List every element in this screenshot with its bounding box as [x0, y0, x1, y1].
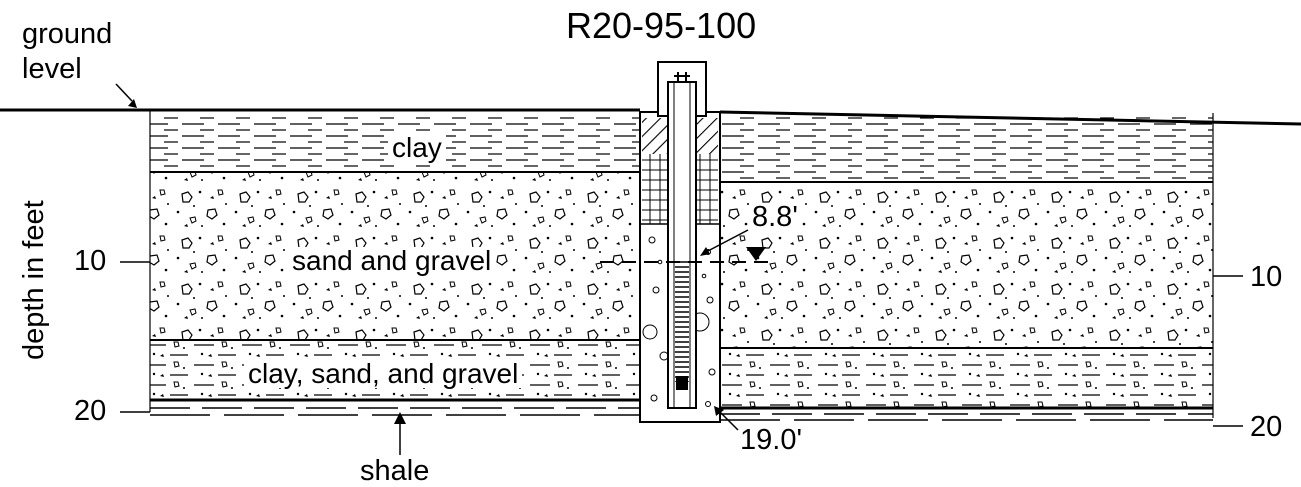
tick-left-10: 10 — [74, 245, 107, 277]
layer-label-sand-gravel: sand and gravel — [288, 247, 496, 275]
shale-label: shale — [360, 455, 430, 487]
tick-right-20: 20 — [1250, 411, 1283, 443]
depth-axis-label: depth in feet — [18, 200, 50, 360]
well-depth-label: 19.0' — [740, 424, 802, 456]
tick-left-20: 20 — [74, 395, 107, 427]
ground-label-line-2: level — [22, 53, 82, 85]
ground-label-line-1: ground — [22, 18, 113, 50]
diagram-title: R20-95-100 — [566, 5, 757, 46]
layer-label-clay: clay — [388, 134, 446, 162]
layer-label-clay-sand-gravel: clay, sand, and gravel — [244, 360, 523, 388]
tick-right-10: 10 — [1250, 261, 1283, 293]
water-level-label: 8.8' — [750, 201, 800, 233]
